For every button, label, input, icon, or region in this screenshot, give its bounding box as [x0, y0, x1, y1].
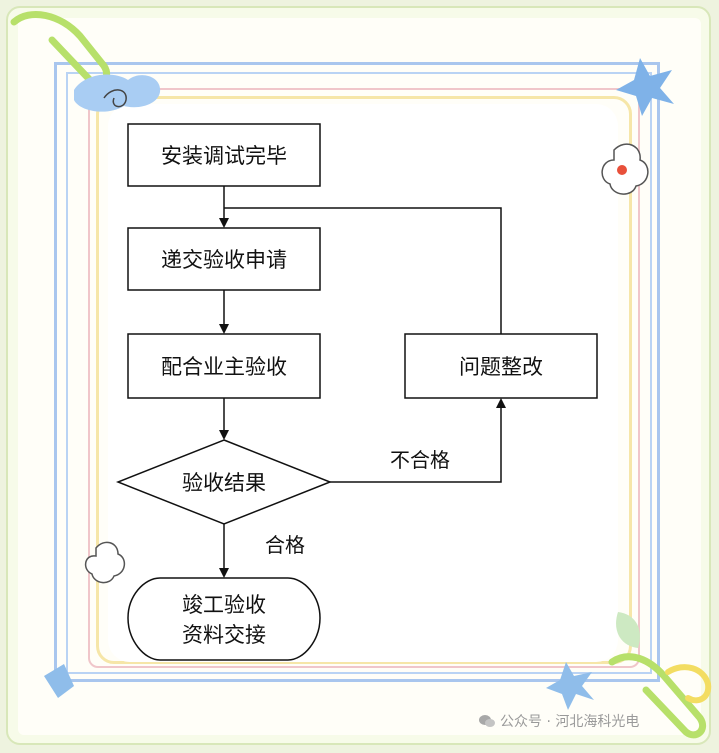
watermark-text: 公众号 · 河北海科光电 [500, 714, 640, 730]
paperclip-icon-top [10, 11, 111, 87]
cloud-doodle-icon-left [84, 541, 126, 584]
edge-result-to-rectify [330, 398, 506, 483]
edge-label-fail: 不合格 [390, 448, 450, 472]
watermark: 公众号 · 河北海科光电 [478, 711, 639, 731]
yellow-paperclip-icon [665, 664, 712, 704]
decorative-frame-yellow [96, 96, 632, 664]
node-cooperate-acceptance-label: 配合业主验收 [161, 355, 287, 379]
node-completion-handover-line1: 竣工验收 [182, 593, 266, 617]
node-completion-handover-line2: 资料交接 [182, 623, 266, 647]
blue-star-icon-bottom [546, 662, 594, 710]
leaf-doodle-icon [616, 612, 640, 648]
blue-blob-icon [74, 74, 161, 112]
decorative-frame-blue-inner [66, 72, 652, 674]
node-rectify-issues-label: 问题整改 [459, 355, 543, 379]
cloud-doodle-icon-right [601, 143, 649, 195]
blue-star-icon-top [616, 58, 674, 116]
node-completion-handover: 竣工验收 资料交接 [127, 577, 321, 661]
doodle-swirl-icon [103, 89, 127, 108]
edge-label-pass: 合格 [265, 533, 305, 557]
blue-corner-icon [44, 664, 74, 698]
decorative-frame-pink [88, 88, 640, 668]
node-submit-request-label: 递交验收申请 [161, 248, 287, 272]
paperclip-icon-bottom [608, 653, 707, 739]
node-install-complete: 安装调试完毕 [127, 123, 321, 187]
node-cooperate-acceptance: 配合业主验收 [127, 333, 321, 399]
node-rectify-issues: 问题整改 [404, 333, 598, 399]
edge-rectify-to-submit [224, 207, 502, 334]
node-install-complete-label: 安装调试完毕 [161, 144, 287, 168]
node-acceptance-result-label: 验收结果 [182, 471, 266, 495]
decorative-frame-blue [54, 62, 660, 682]
node-submit-request: 递交验收申请 [127, 227, 321, 291]
node-acceptance-result: 验收结果 [115, 439, 333, 525]
wechat-icon [479, 715, 495, 727]
